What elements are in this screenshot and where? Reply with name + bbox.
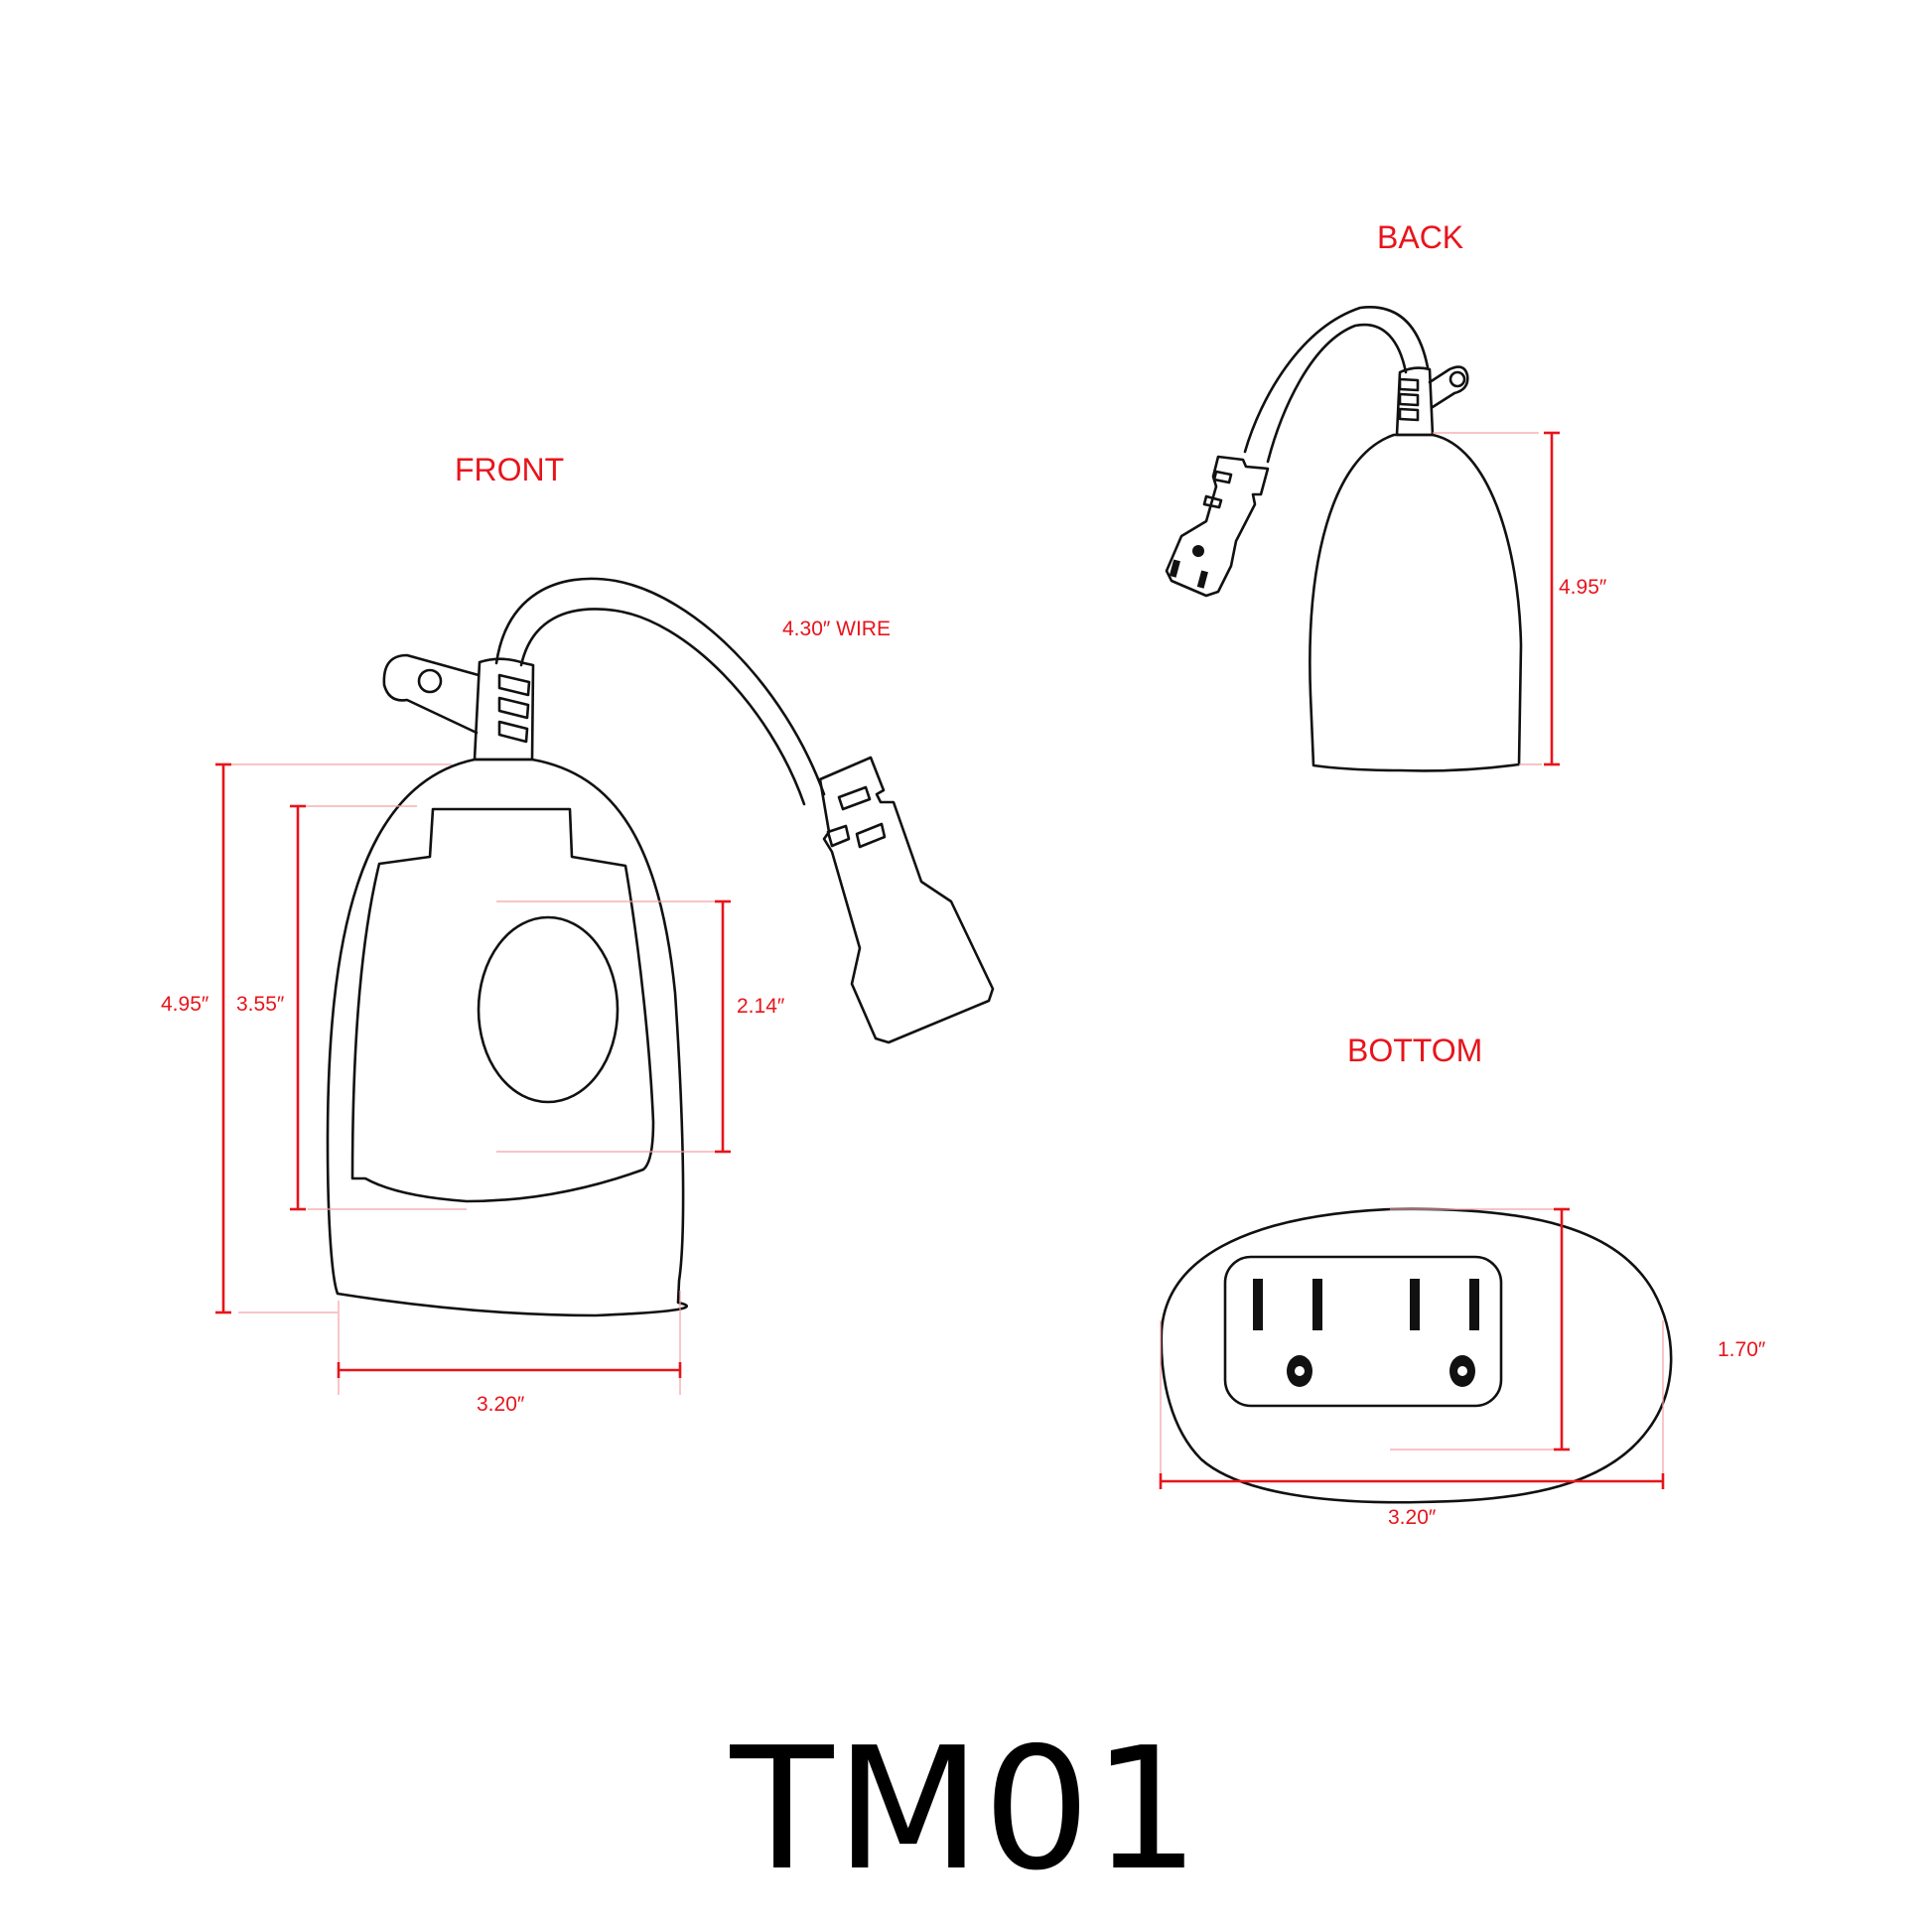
bottom-view-title: BOTTOM: [1347, 1033, 1483, 1068]
back-cord-connector: [1165, 455, 1270, 598]
front-overall-height-label: 4.95″: [161, 993, 209, 1016]
front-plug-neck: [473, 657, 535, 761]
front-cord-connector: [818, 756, 995, 1044]
front-cord-inner: [519, 608, 806, 806]
bottom-depth-label: 1.70″: [1718, 1338, 1766, 1361]
front-cord-outer: [494, 577, 826, 796]
back-ground-tab: [1428, 365, 1469, 409]
outlet-left: [1253, 1279, 1322, 1387]
front-width-label: 3.20″: [477, 1393, 525, 1416]
front-dimension-lines: [215, 762, 731, 1395]
front-body-outline: [326, 758, 688, 1317]
front-panel-height-label: 3.55″: [236, 993, 285, 1016]
back-cord-outer: [1243, 306, 1430, 454]
bottom-body-outline: [1160, 1207, 1673, 1504]
front-view-drawing: [215, 577, 995, 1395]
front-wire-length-label: 4.30″ WIRE: [782, 618, 891, 640]
bottom-dimension-lines: [1159, 1207, 1665, 1489]
front-ground-tab: [382, 653, 481, 735]
front-dial: [477, 915, 620, 1104]
back-view-title: BACK: [1377, 219, 1464, 255]
bottom-width-label: 3.20″: [1388, 1506, 1437, 1529]
front-dial-height-label: 2.14″: [737, 995, 785, 1018]
model-name: TM01: [730, 1712, 1202, 1908]
front-view-title: FRONT: [455, 452, 565, 487]
front-panel-outline: [350, 807, 655, 1203]
bottom-view-drawing: [1159, 1207, 1673, 1504]
outlet-right: [1410, 1279, 1479, 1387]
back-body-outline: [1309, 433, 1523, 772]
back-plug-neck: [1395, 366, 1435, 437]
back-dimension-lines: [1433, 431, 1560, 766]
back-height-label: 4.95″: [1559, 576, 1607, 599]
bottom-outlet-plate: [1223, 1255, 1503, 1408]
back-cord-inner: [1266, 323, 1408, 464]
back-view-drawing: [1165, 306, 1560, 772]
